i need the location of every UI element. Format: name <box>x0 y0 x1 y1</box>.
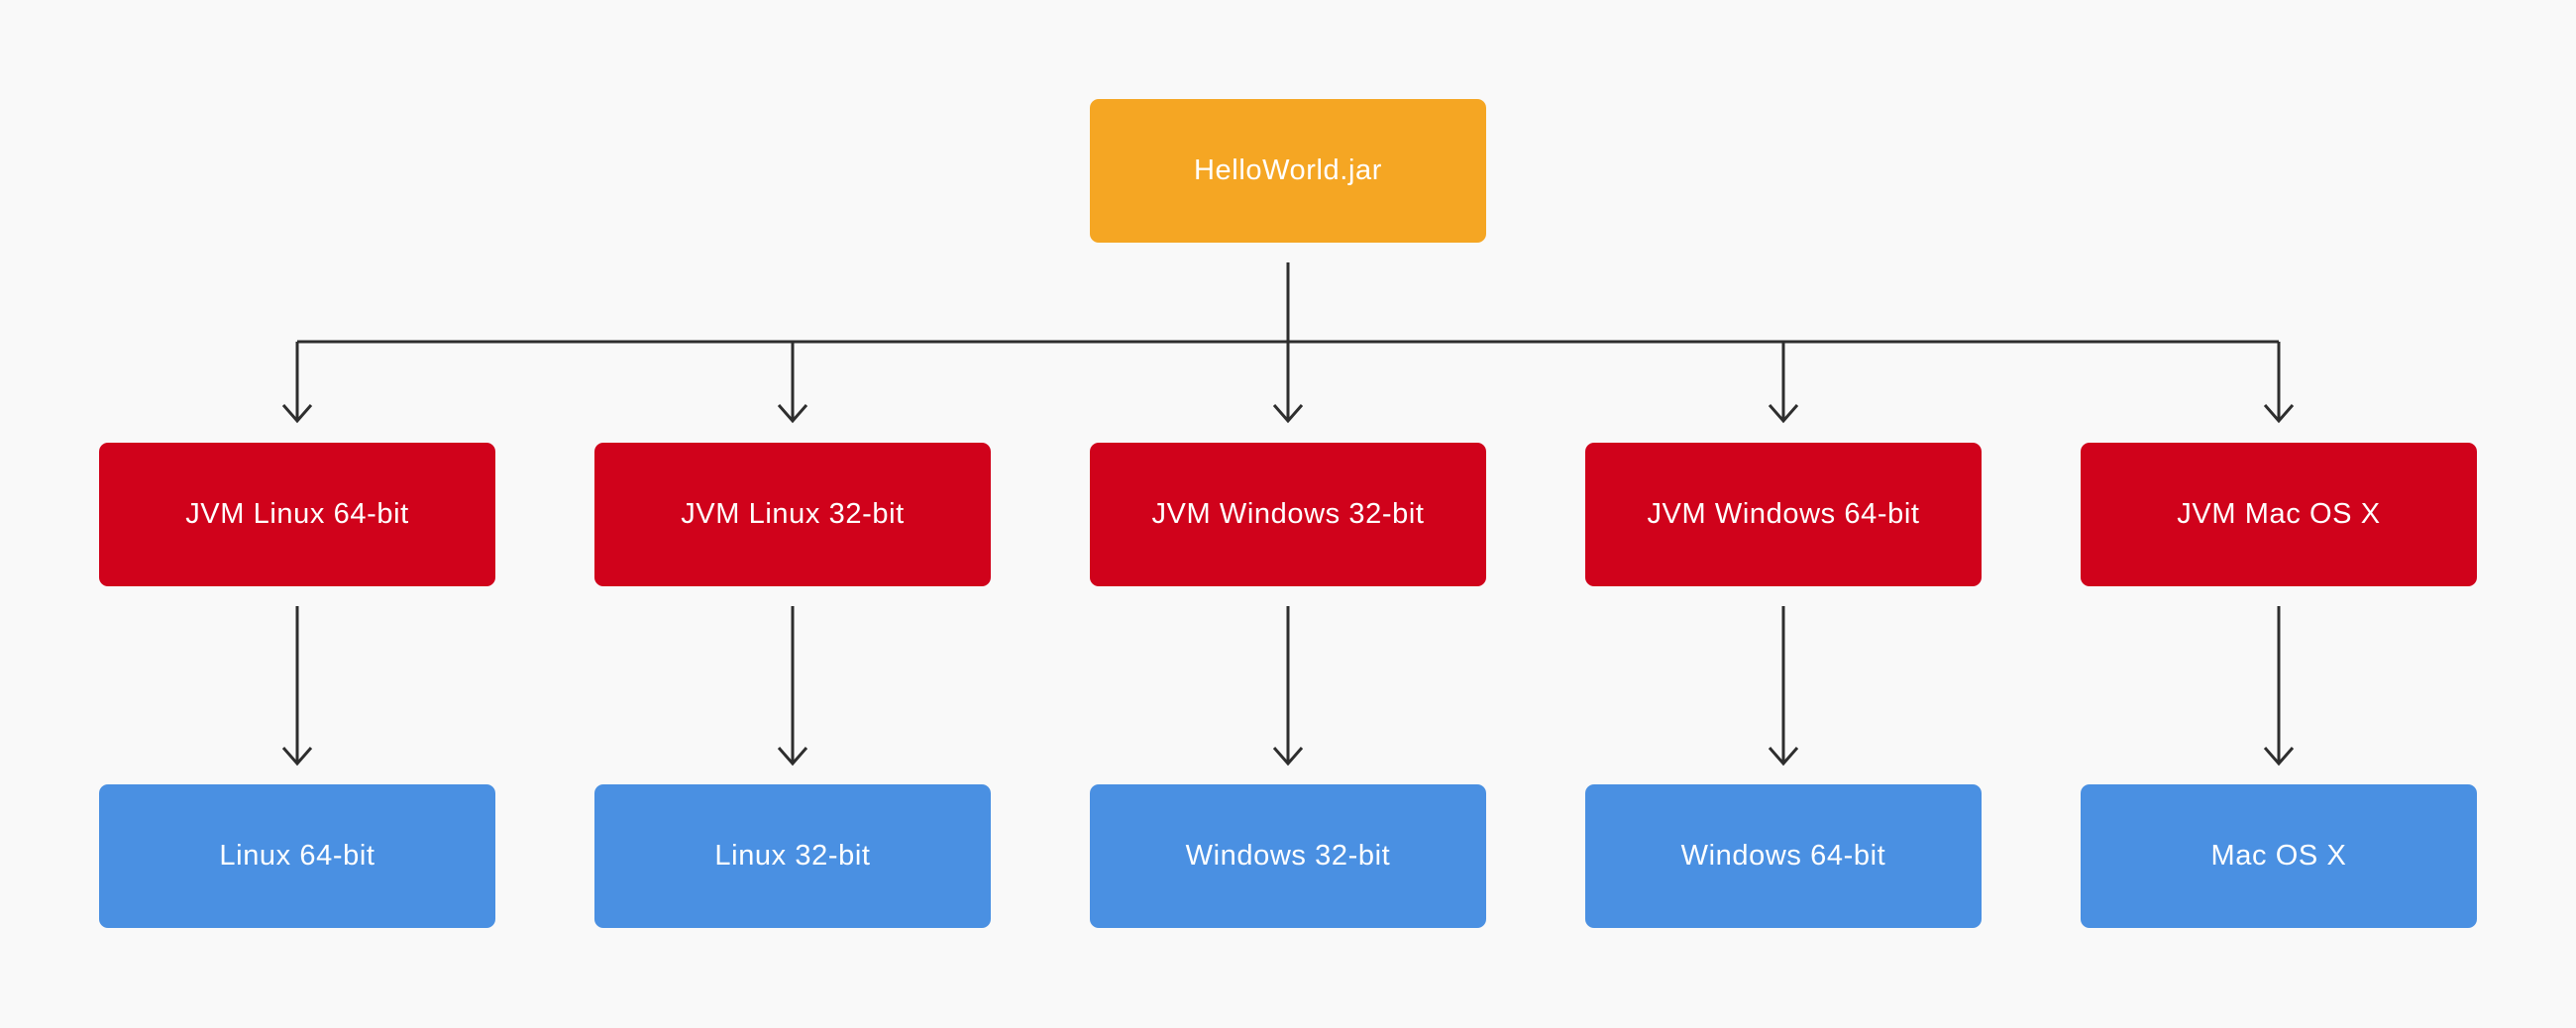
node-helloworld-jar: HelloWorld.jar <box>1090 99 1486 243</box>
node-jvm-windows-64: JVM Windows 64-bit <box>1585 443 1982 586</box>
arrowhead-os-5 <box>2263 747 2295 767</box>
node-jvm-linux-32: JVM Linux 32-bit <box>594 443 991 586</box>
node-label: JVM Windows 64-bit <box>1647 498 1920 530</box>
arrowhead-os-4 <box>1768 747 1799 767</box>
node-label: Linux 32-bit <box>714 840 871 872</box>
node-label: Windows 64-bit <box>1680 840 1886 872</box>
node-label: JVM Linux 32-bit <box>681 498 905 530</box>
node-jvm-windows-32: JVM Windows 32-bit <box>1090 443 1486 586</box>
node-label: JVM Windows 32-bit <box>1151 498 1425 530</box>
node-label: Windows 32-bit <box>1185 840 1391 872</box>
arrowhead-os-3 <box>1272 747 1304 767</box>
node-label: JVM Linux 64-bit <box>185 498 409 530</box>
arrowhead-jvm-3 <box>1272 404 1304 424</box>
arrowhead-jvm-5 <box>2263 404 2295 424</box>
arrowhead-os-2 <box>777 747 808 767</box>
arrowhead-jvm-2 <box>777 404 808 424</box>
node-label: Mac OS X <box>2210 840 2347 872</box>
node-os-linux-32: Linux 32-bit <box>594 784 991 928</box>
node-jvm-linux-64: JVM Linux 64-bit <box>99 443 495 586</box>
node-label: HelloWorld.jar <box>1194 154 1382 186</box>
arrowhead-jvm-1 <box>281 404 313 424</box>
node-jvm-mac-os-x: JVM Mac OS X <box>2081 443 2477 586</box>
node-os-mac-os-x: Mac OS X <box>2081 784 2477 928</box>
node-os-windows-32: Windows 32-bit <box>1090 784 1486 928</box>
node-os-linux-64: Linux 64-bit <box>99 784 495 928</box>
arrowhead-os-1 <box>281 747 313 767</box>
node-label: JVM Mac OS X <box>2177 498 2381 530</box>
node-label: Linux 64-bit <box>219 840 376 872</box>
node-os-windows-64: Windows 64-bit <box>1585 784 1982 928</box>
arrowhead-jvm-4 <box>1768 404 1799 424</box>
